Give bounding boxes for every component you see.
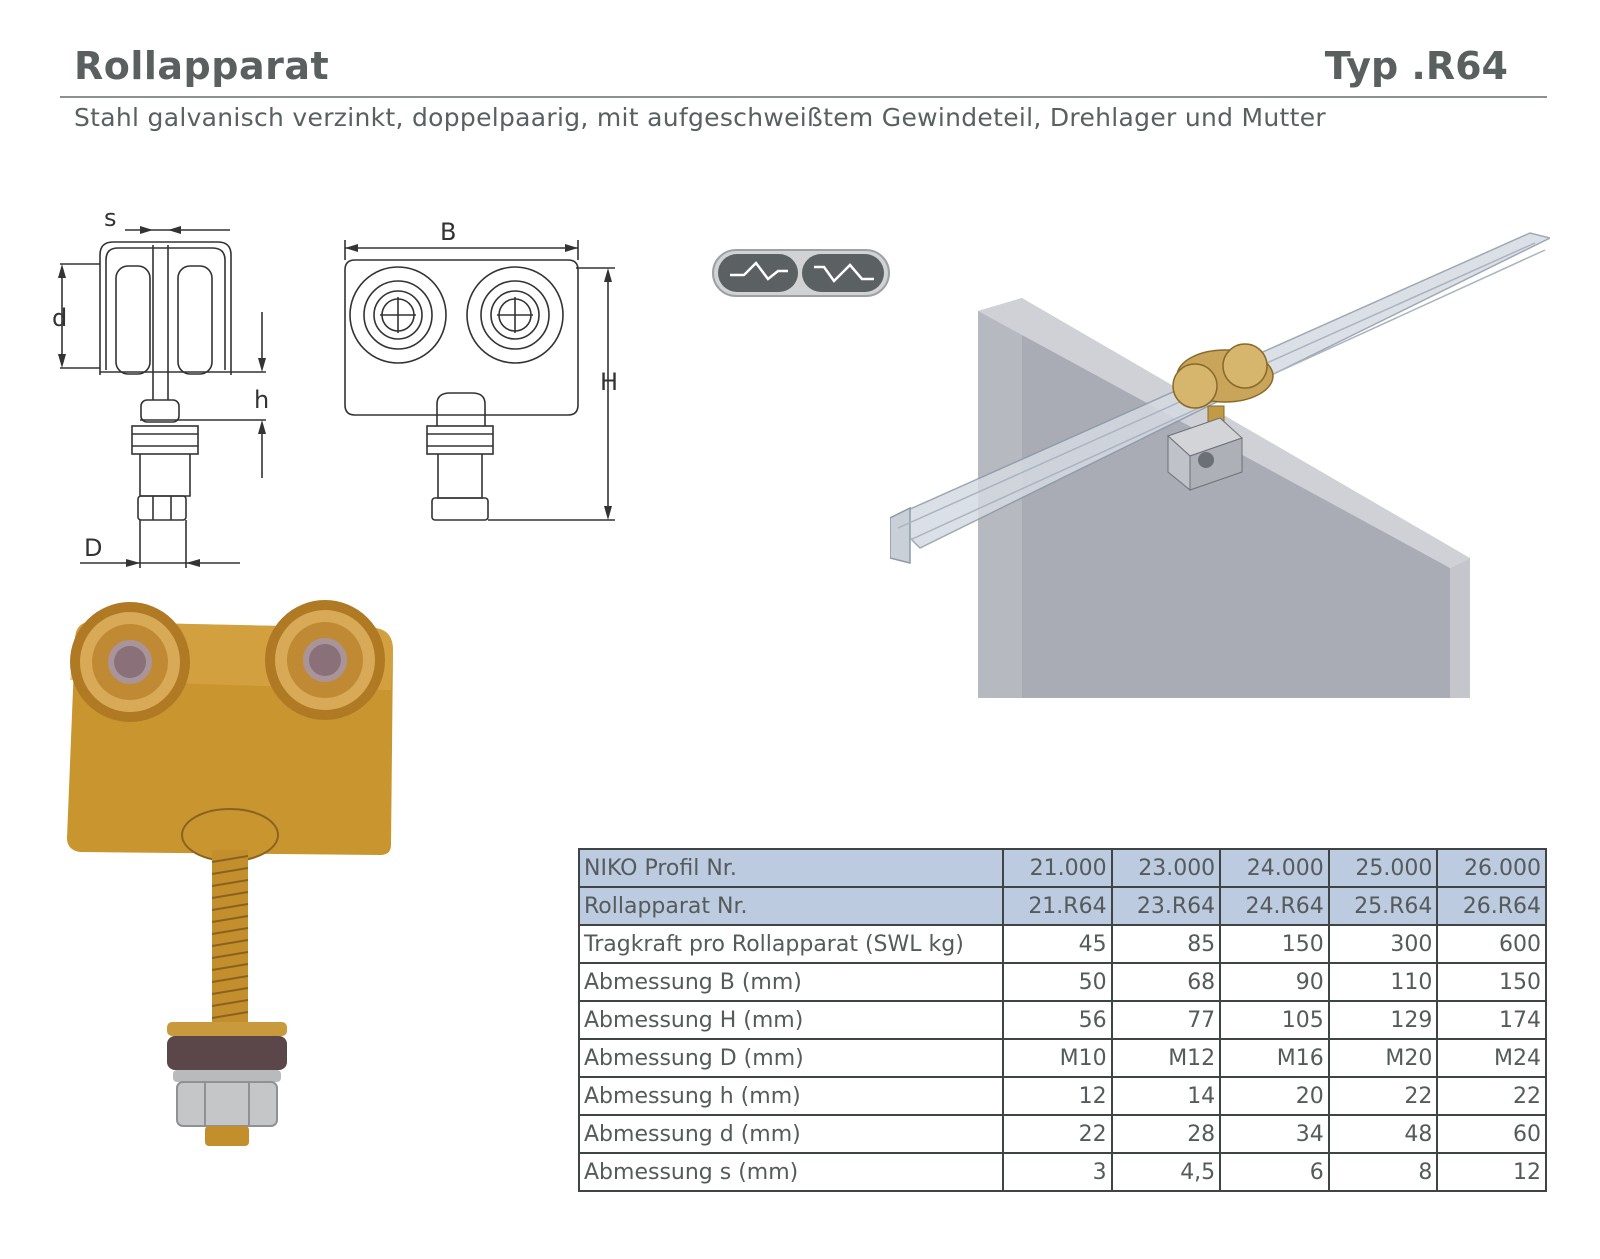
table-cell: 21.000 — [1002, 848, 1113, 888]
page-subtitle: Stahl galvanisch verzinkt, doppelpaarig,… — [74, 103, 1327, 132]
table-cell: 25.R64 — [1327, 886, 1439, 926]
row-label: Abmessung d (mm) — [578, 1114, 1004, 1154]
table-cell: 23.000 — [1110, 848, 1222, 888]
table-cell: 600 — [1436, 924, 1547, 964]
table-cell: 60 — [1436, 1114, 1547, 1154]
table-cell: 23.R64 — [1110, 886, 1222, 926]
table-cell: M12 — [1110, 1038, 1222, 1078]
table-cell: M16 — [1219, 1038, 1330, 1078]
table-cell: 110 — [1327, 962, 1439, 1002]
table-cell: 150 — [1436, 962, 1547, 1002]
table-cell: 28 — [1110, 1114, 1222, 1154]
table-cell: 50 — [1002, 962, 1113, 1002]
page-title: Rollapparat — [74, 44, 330, 88]
table-cell: 24.R64 — [1219, 886, 1330, 926]
dim-label-h: h — [254, 386, 269, 414]
table-cell: 26.000 — [1436, 848, 1547, 888]
table-cell: 150 — [1219, 924, 1330, 964]
row-label: Abmessung h (mm) — [578, 1076, 1004, 1116]
table-cell: 22 — [1436, 1076, 1547, 1116]
table-cell: 48 — [1327, 1114, 1439, 1154]
table-cell: 8 — [1327, 1152, 1439, 1192]
rail-profile-icons — [712, 249, 890, 297]
table-cell: 24.000 — [1219, 848, 1330, 888]
dim-label-B: B — [440, 218, 456, 246]
dim-label-d: d — [52, 304, 67, 332]
table-cell: 6 — [1219, 1152, 1330, 1192]
dim-label-H: H — [600, 368, 618, 396]
table-cell: 20 — [1219, 1076, 1330, 1116]
table-cell: 3 — [1002, 1152, 1113, 1192]
rail-profile-icon — [718, 254, 798, 292]
installation-render — [890, 232, 1550, 698]
row-label: Rollapparat Nr. — [578, 886, 1004, 926]
table-cell: 105 — [1219, 1000, 1330, 1040]
technical-drawing: s d h D B H — [52, 204, 618, 568]
table-cell: 300 — [1327, 924, 1439, 964]
table-cell: 56 — [1002, 1000, 1113, 1040]
table-cell: 174 — [1436, 1000, 1547, 1040]
table-cell: 68 — [1110, 962, 1222, 1002]
table-cell: 25.000 — [1327, 848, 1439, 888]
row-label: Abmessung B (mm) — [578, 962, 1004, 1002]
product-photo — [67, 600, 393, 1146]
dim-label-D: D — [84, 534, 102, 562]
table-cell: 129 — [1327, 1000, 1439, 1040]
table-cell: 4,5 — [1110, 1152, 1222, 1192]
table-cell: 14 — [1110, 1076, 1222, 1116]
table-cell: 22 — [1002, 1114, 1113, 1154]
table-cell: 85 — [1110, 924, 1222, 964]
table-cell: 12 — [1002, 1076, 1113, 1116]
row-label: Abmessung D (mm) — [578, 1038, 1004, 1078]
table-cell: 21.R64 — [1002, 886, 1113, 926]
table-cell: M20 — [1327, 1038, 1439, 1078]
table-cell: 26.R64 — [1436, 886, 1547, 926]
row-label: NIKO Profil Nr. — [578, 848, 1004, 888]
row-label: Abmessung H (mm) — [578, 1000, 1004, 1040]
dim-label-s: s — [104, 204, 117, 232]
row-label: Abmessung s (mm) — [578, 1152, 1004, 1192]
table-cell: 34 — [1219, 1114, 1330, 1154]
table-cell: 12 — [1436, 1152, 1547, 1192]
table-cell: M24 — [1436, 1038, 1547, 1078]
table-cell: M10 — [1002, 1038, 1113, 1078]
table-cell: 22 — [1327, 1076, 1439, 1116]
table-cell: 45 — [1002, 924, 1113, 964]
header-rule — [60, 96, 1547, 98]
table-cell: 90 — [1219, 962, 1330, 1002]
table-cell: 77 — [1110, 1000, 1222, 1040]
row-label: Tragkraft pro Rollapparat (SWL kg) — [578, 924, 1004, 964]
type-label: Typ .R64 — [1324, 44, 1508, 88]
